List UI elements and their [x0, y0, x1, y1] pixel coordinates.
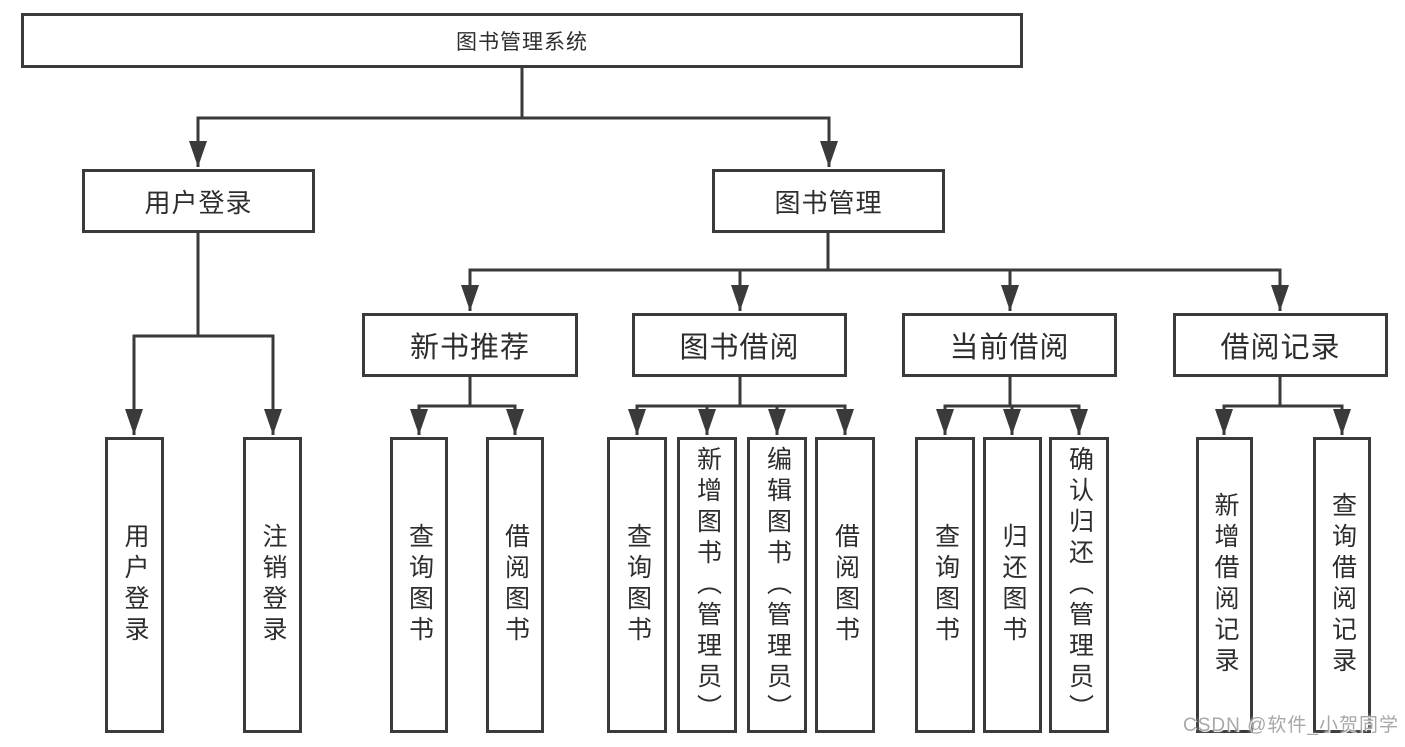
leaf-logout: 注销登录 [243, 437, 302, 733]
leaf-add-books-admin: 新增图书（管理员） [677, 437, 737, 733]
node-current-borrow: 当前借阅 [902, 313, 1117, 377]
leaf-query-books-recommend: 查询图书 [390, 437, 448, 733]
connector-book-management-to-level2 [461, 233, 1289, 311]
leaf-query-borrow-record-label: 查询借阅记录 [1328, 492, 1357, 678]
node-new-book-recommend: 新书推荐 [362, 313, 578, 377]
node-library-management-system-label: 图书管理系统 [456, 30, 588, 54]
node-borrow-records: 借阅记录 [1173, 313, 1388, 377]
leaf-query-books-borrow: 查询图书 [607, 437, 667, 733]
connector-user-login-subtree [125, 233, 282, 435]
leaf-query-borrow-record: 查询借阅记录 [1313, 437, 1371, 733]
leaf-confirm-return-admin-label: 确认归还（管理员） [1065, 445, 1094, 725]
leaf-add-books-admin-label: 新增图书（管理员） [693, 445, 722, 725]
connector-borrow-records-children [1215, 377, 1351, 435]
leaf-return-books: 归还图书 [983, 437, 1042, 733]
leaf-borrow-books-recommend-label: 借阅图书 [501, 523, 530, 647]
connector-current-borrow-children [936, 377, 1088, 435]
leaf-query-books-recommend-label: 查询图书 [405, 523, 434, 647]
leaf-query-books-current: 查询图书 [915, 437, 975, 733]
leaf-borrow-books-label: 借阅图书 [831, 523, 860, 647]
leaf-user-login: 用户登录 [105, 437, 164, 733]
node-book-management: 图书管理 [712, 169, 945, 233]
connector-book-borrow-children [628, 377, 854, 435]
connector-root-to-level1 [189, 67, 838, 167]
csdn-watermark: CSDN @软件_小贺同学 [1183, 715, 1399, 736]
leaf-user-login-label: 用户登录 [121, 523, 149, 647]
node-borrow-records-label: 借阅记录 [1220, 332, 1341, 364]
node-book-borrow: 图书借阅 [632, 313, 847, 377]
node-user-login: 用户登录 [82, 169, 315, 233]
leaf-add-borrow-record-label: 新增借阅记录 [1211, 492, 1239, 678]
leaf-query-books-borrow-label: 查询图书 [623, 523, 652, 647]
node-library-management-system: 图书管理系统 [21, 13, 1023, 68]
node-book-borrow-label: 图书借阅 [679, 332, 800, 364]
node-user-login-label: 用户登录 [144, 187, 253, 218]
leaf-borrow-books-recommend: 借阅图书 [486, 437, 544, 733]
leaf-query-books-current-label: 查询图书 [931, 523, 960, 647]
leaf-borrow-books: 借阅图书 [815, 437, 875, 733]
leaf-edit-books-admin: 编辑图书（管理员） [747, 437, 807, 733]
node-book-management-label: 图书管理 [774, 187, 883, 218]
leaf-confirm-return-admin: 确认归还（管理员） [1049, 437, 1109, 733]
node-new-book-recommend-label: 新书推荐 [409, 332, 530, 364]
connector-new-book-recommend-children [410, 377, 524, 435]
leaf-add-borrow-record: 新增借阅记录 [1196, 437, 1253, 733]
node-current-borrow-label: 当前借阅 [949, 332, 1070, 364]
leaf-logout-label: 注销登录 [259, 523, 287, 647]
leaf-return-books-label: 归还图书 [999, 523, 1027, 647]
leaf-edit-books-admin-label: 编辑图书（管理员） [763, 445, 792, 725]
